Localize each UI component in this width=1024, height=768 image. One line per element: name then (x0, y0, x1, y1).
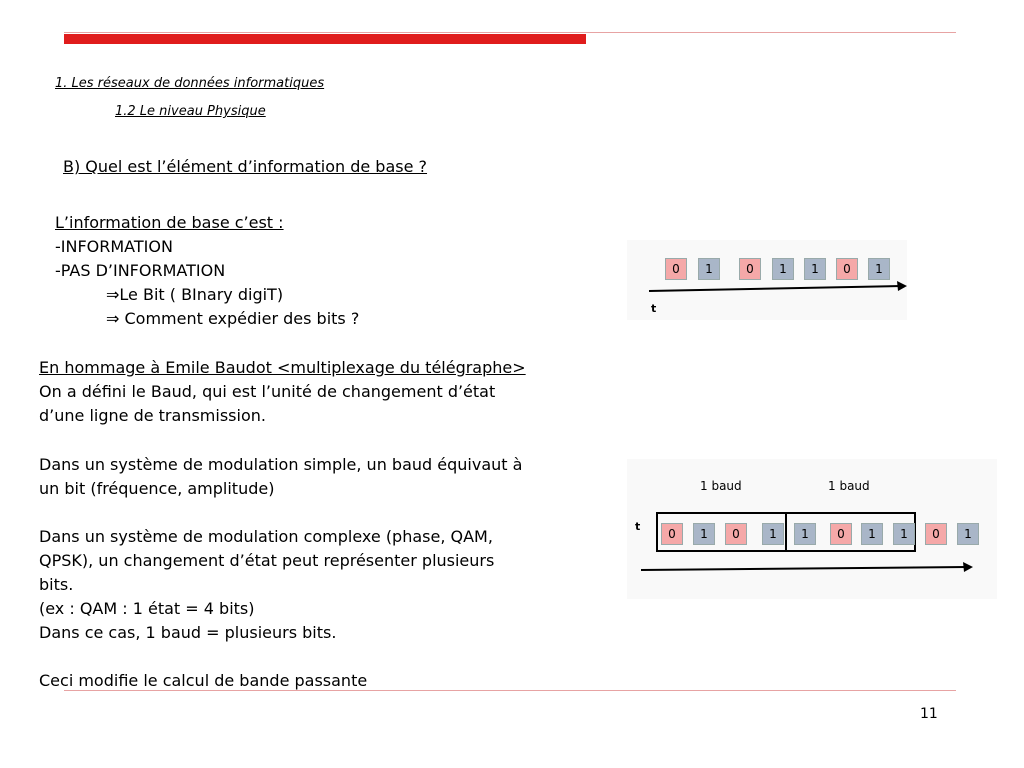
bit-cell: 0 (739, 258, 761, 280)
intro-sub-send-text: Comment expédier des bits ? (119, 309, 360, 328)
bit-cell: 1 (893, 523, 915, 545)
bit-sequence-diagram: 0 1 0 1 1 0 1 t (627, 240, 907, 320)
bit-cell: 0 (830, 523, 852, 545)
intro-item-information: -INFORMATION (55, 237, 173, 256)
bit-cell: 0 (836, 258, 858, 280)
body-text-line: Dans ce cas, 1 baud = plusieurs bits. (39, 623, 337, 642)
bit-cell: 1 (693, 523, 715, 545)
body-text-line: d’une ligne de transmission. (39, 406, 266, 425)
intro-sub-bit: ⇒Le Bit ( BInary digiT) (106, 285, 283, 304)
breadcrumb-level2: 1.2 Le niveau Physique (115, 104, 266, 119)
bit-cell: 1 (698, 258, 720, 280)
bit-cell: 0 (665, 258, 687, 280)
body-text-line: On a défini le Baud, qui est l’unité de … (39, 382, 496, 401)
baudot-heading: En hommage à Emile Baudot <multiplexage … (39, 358, 526, 377)
body-text-line: bits. (39, 575, 74, 594)
bit-cell: 1 (861, 523, 883, 545)
intro-heading: L’information de base c’est : (55, 213, 284, 232)
body-text-line: un bit (fréquence, amplitude) (39, 479, 275, 498)
time-axis-label: t (651, 302, 657, 315)
header-accent-bar (64, 34, 586, 44)
time-axis-label: t (635, 520, 641, 533)
intro-item-no-information: -PAS D’INFORMATION (55, 261, 226, 280)
bit-cell: 1 (804, 258, 826, 280)
bit-cell: 0 (661, 523, 683, 545)
intro-sub-bit-text: Le Bit ( BInary digiT) (119, 285, 284, 304)
bit-cell: 0 (725, 523, 747, 545)
bit-cell: 1 (762, 523, 784, 545)
bit-cell: 1 (868, 258, 890, 280)
baud-label: 1 baud (700, 479, 742, 493)
body-text-line: Dans un système de modulation simple, un… (39, 455, 523, 474)
implies-arrow-icon: ⇒ (106, 309, 120, 328)
header-rule (64, 32, 956, 33)
bit-cell: 1 (772, 258, 794, 280)
body-text-line: (ex : QAM : 1 état = 4 bits) (39, 599, 255, 618)
bit-cell: 1 (957, 523, 979, 545)
footer-rule (64, 690, 956, 691)
body-text-line: Dans un système de modulation complexe (… (39, 527, 493, 546)
page-number: 11 (920, 706, 938, 722)
baud-frame (785, 512, 916, 552)
baud-diagram: 1 baud 1 baud t 0 1 0 1 1 0 1 1 0 1 (627, 459, 997, 599)
body-text-line: Ceci modifie le calcul de bande passante (39, 671, 368, 690)
bit-cell: 0 (925, 523, 947, 545)
breadcrumb-level1: 1. Les réseaux de données informatiques (55, 76, 325, 91)
implies-arrow-icon: ⇒ (106, 285, 120, 304)
slide-title: B) Quel est l’élément d’information de b… (63, 157, 428, 176)
time-axis-arrow (640, 562, 973, 572)
bit-cell: 1 (794, 523, 816, 545)
body-text-line: QPSK), un changement d’état peut représe… (39, 551, 495, 570)
intro-sub-send: ⇒ Comment expédier des bits ? (106, 309, 359, 328)
baud-label: 1 baud (828, 479, 870, 493)
time-axis-arrow (648, 281, 907, 292)
